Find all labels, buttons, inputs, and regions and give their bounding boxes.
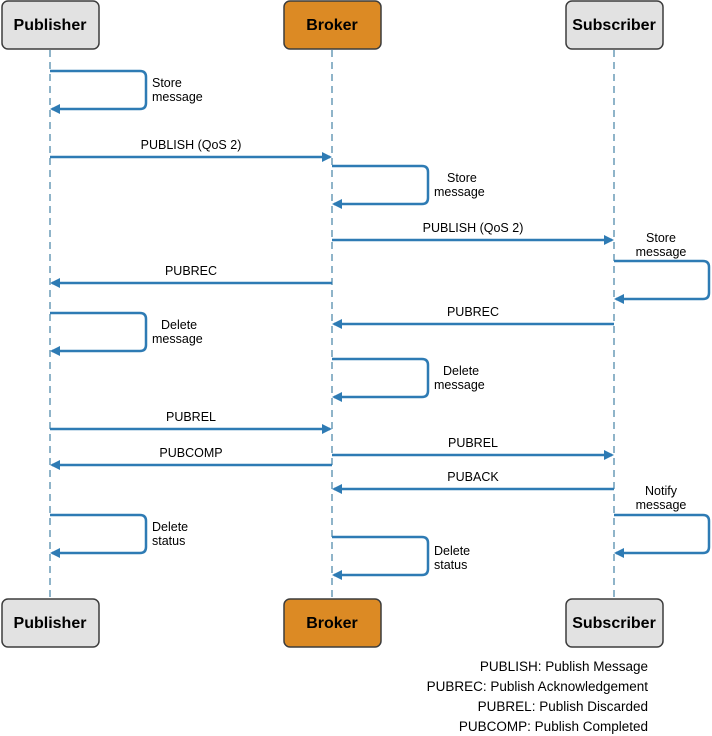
- actor-label: Subscriber: [572, 17, 656, 34]
- message-label: PUBREC: [165, 264, 217, 278]
- actor-label: Publisher: [14, 615, 87, 632]
- legend: PUBLISH: Publish Message PUBREC: Publish…: [427, 659, 649, 734]
- message-label: PUBLISH (QoS 2): [423, 221, 524, 235]
- actor-publisher-bottom: Publisher: [1, 598, 100, 648]
- message-label: PUBREC: [447, 305, 499, 319]
- message-pubrel-publisher-to-broker: PUBREL: [50, 410, 332, 434]
- actor-publisher-top: Publisher: [1, 0, 100, 50]
- message-label: PUBCOMP: [159, 446, 222, 460]
- message-label: PUBACK: [447, 470, 499, 484]
- actor-label: Broker: [306, 17, 358, 34]
- message-publish-publisher-to-broker: PUBLISH (QoS 2): [50, 138, 332, 162]
- actor-label: Broker: [306, 615, 358, 632]
- message-publish-broker-to-subscriber: PUBLISH (QoS 2): [332, 221, 614, 245]
- actor-label: Subscriber: [572, 615, 656, 632]
- message-label: PUBREL: [166, 410, 216, 424]
- message-label: PUBLISH (QoS 2): [141, 138, 242, 152]
- actor-subscriber-bottom: Subscriber: [565, 598, 664, 648]
- actor-subscriber-top: Subscriber: [565, 0, 664, 50]
- legend-item-publish: PUBLISH: Publish Message: [480, 659, 648, 674]
- legend-item-pubrec: PUBREC: Publish Acknowledgement: [427, 679, 649, 694]
- actor-broker-bottom: Broker: [283, 598, 382, 648]
- actor-label: Publisher: [14, 17, 87, 34]
- legend-item-pubcomp: PUBCOMP: Publish Completed: [459, 719, 648, 734]
- message-pubcomp-broker-to-publisher: PUBCOMP: [50, 446, 332, 470]
- message-pubrel-broker-to-subscriber: PUBREL: [332, 436, 614, 460]
- legend-item-pubrel: PUBREL: Publish Discarded: [478, 699, 648, 714]
- message-pubrec-subscriber-to-broker: PUBREC: [332, 305, 614, 329]
- message-label: PUBREL: [448, 436, 498, 450]
- message-pubrec-broker-to-publisher: PUBREC: [50, 264, 332, 288]
- actor-broker-top: Broker: [283, 0, 382, 50]
- message-puback-subscriber-to-broker: PUBACK: [332, 470, 614, 494]
